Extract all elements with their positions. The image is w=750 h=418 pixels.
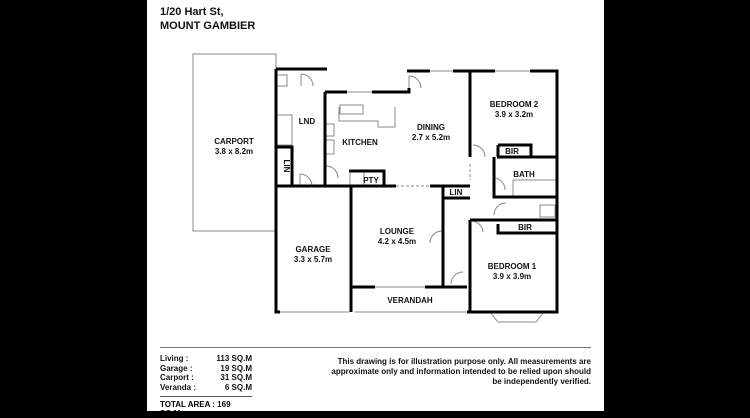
lounge-label: LOUNGE [380, 227, 415, 236]
area-summary: Living : 113 SQ.M Garage : 19 SQ.M Carport… [160, 354, 252, 392]
garage-label: GARAGE [295, 245, 331, 254]
area-row: Garage : 19 SQ.M [160, 364, 252, 374]
garage-size: 3.3 x 5.7m [294, 255, 332, 264]
divider [160, 347, 591, 348]
bedroom2-label: BEDROOM 2 [490, 100, 539, 109]
disclaimer: This drawing is for illustration purpose… [331, 357, 591, 386]
lounge-size: 4.2 x 4.5m [378, 237, 416, 246]
area-row: Carport : 31 SQ.M [160, 373, 252, 383]
carport-label: CARPORT [214, 137, 254, 146]
area-value: 19 SQ.M [220, 363, 252, 373]
walls [274, 67, 559, 314]
area-value: 113 SQ.M [216, 354, 252, 363]
area-label: Veranda : [160, 382, 197, 392]
bay-window [489, 311, 545, 323]
bir-label-2: BIR [518, 223, 532, 232]
area-row: Living : 113 SQ.M [160, 354, 252, 364]
pty-label: PTY [363, 176, 379, 185]
lin-label-2: LIN [450, 188, 463, 197]
floor-plan: CARPORT 3.8 x 8.2m LND LIN KITCHEN PTY D… [192, 53, 559, 323]
bedroom1-label: BEDROOM 1 [488, 262, 537, 271]
area-label: Living : [160, 354, 189, 363]
total-area: TOTAL AREA : 169 SQ.M [160, 396, 252, 418]
address-line2: MOUNT GAMBIER [160, 20, 256, 32]
bedroom1-size: 3.9 x 3.9m [493, 272, 531, 281]
kitchen-label: KITCHEN [342, 138, 378, 147]
area-row: Veranda : 6 SQ.M [160, 383, 252, 393]
floor-plan-page: 1/20 Hart St, MOUNT GAMBIER [147, 0, 604, 418]
verandah-label: VERANDAH [387, 296, 433, 305]
area-value: 31 SQ.M [220, 373, 252, 382]
bath-label: BATH [513, 170, 535, 179]
address-line1: 1/20 Hart St, [160, 6, 224, 18]
dining-size: 2.7 x 5.2m [412, 133, 450, 142]
dining-label: DINING [417, 123, 445, 132]
area-value: 6 SQ.M [224, 382, 252, 392]
lnd-label: LND [299, 117, 316, 126]
area-label: Garage : [160, 363, 193, 373]
area-label: Carport : [160, 373, 194, 382]
bedroom2-size: 3.9 x 3.2m [495, 110, 533, 119]
carport-size: 3.8 x 8.2m [215, 147, 253, 156]
lin-label-1: LIN [282, 160, 291, 173]
bir-label-1: BIR [505, 147, 519, 156]
